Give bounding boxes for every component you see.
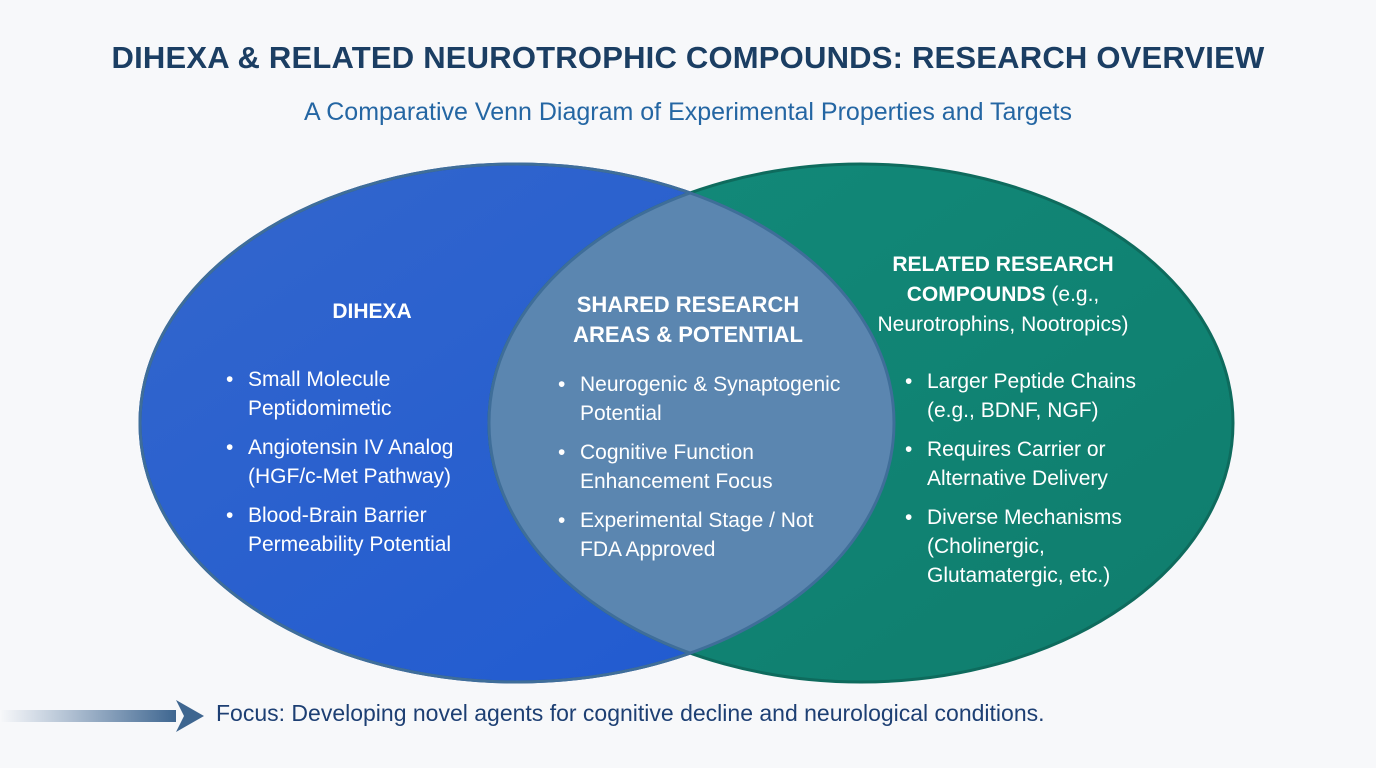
right-set-heading: RELATED RESEARCH COMPOUNDS (e.g., Neurot… bbox=[858, 250, 1148, 340]
list-item: Blood-Brain Barrier Permeability Potenti… bbox=[222, 501, 502, 559]
list-item: Requires Carrier or Alternative Delivery bbox=[901, 435, 1181, 493]
list-item: Experimental Stage / Not FDA Approved bbox=[554, 506, 844, 564]
right-set-heading-bold: RELATED RESEARCH COMPOUNDS bbox=[892, 253, 1114, 306]
page-subtitle: A Comparative Venn Diagram of Experiment… bbox=[304, 98, 1072, 126]
right-set-list: Larger Peptide Chains (e.g., BDNF, NGF) … bbox=[901, 367, 1181, 600]
list-item: Neurogenic & Synaptogenic Potential bbox=[554, 370, 844, 428]
list-item: Angiotensin IV Analog (HGF/c-Met Pathway… bbox=[222, 433, 502, 491]
list-item: Small Molecule Peptidomimetic bbox=[222, 365, 502, 423]
right-set-heading-note: (e.g., Neurotrophins, Nootropics) bbox=[877, 283, 1129, 336]
list-item: Larger Peptide Chains (e.g., BDNF, NGF) bbox=[901, 367, 1181, 425]
footer-note: Focus: Developing novel agents for cogni… bbox=[216, 700, 1045, 726]
arrow-right-icon bbox=[0, 698, 210, 739]
list-item: Cognitive Function Enhancement Focus bbox=[554, 438, 844, 496]
left-set-list: Small Molecule Peptidomimetic Angiotensi… bbox=[222, 365, 502, 569]
page-title: DIHEXA & RELATED NEUROTROPHIC COMPOUNDS:… bbox=[111, 40, 1265, 75]
overlap-list: Neurogenic & Synaptogenic Potential Cogn… bbox=[554, 370, 844, 574]
overlap-heading: SHARED RESEARCH AREAS & POTENTIAL bbox=[573, 292, 803, 347]
list-item: Diverse Mechanisms (Cholinergic, Glutama… bbox=[901, 503, 1181, 590]
left-set-heading: DIHEXA bbox=[332, 300, 412, 323]
